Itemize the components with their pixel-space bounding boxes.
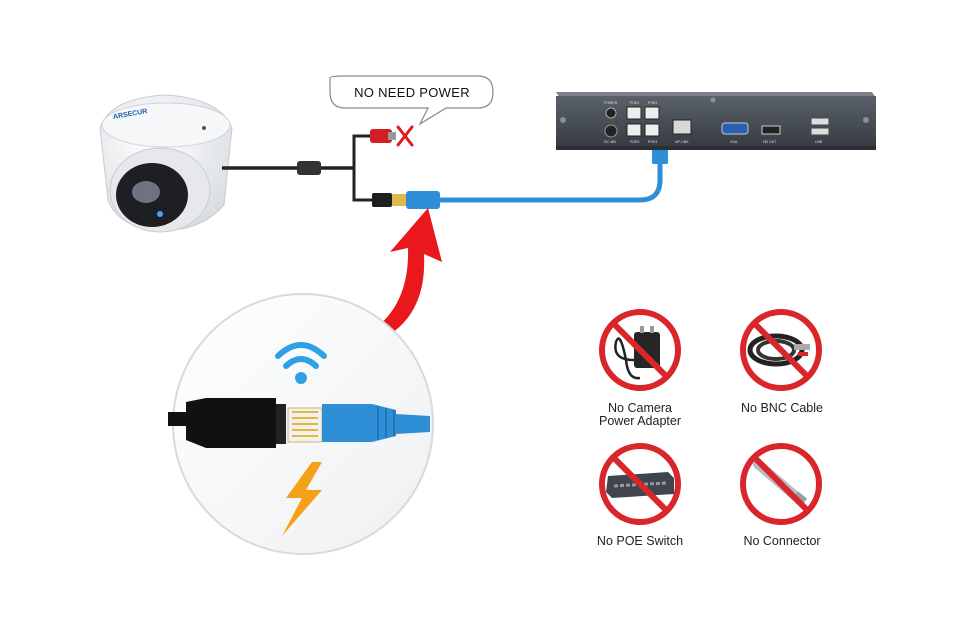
red-curved-arrow	[356, 208, 442, 348]
port-label-dc48v: DC 48V	[604, 140, 617, 144]
no-power-x-mark	[396, 125, 414, 147]
callout-text: NO NEED POWER	[354, 85, 470, 100]
no-bnc-cable-item	[740, 309, 822, 391]
port-label-vga: VGA	[730, 140, 738, 144]
port-label-uplink: UP LINK	[675, 140, 689, 144]
wifi-icon	[275, 342, 327, 384]
no-connector-item	[740, 443, 822, 525]
port-label-poe2: POE2	[648, 101, 657, 105]
port-label-power: POWER	[604, 101, 618, 105]
port-label-usb: USB	[815, 140, 823, 144]
port-label-poe3: POE3	[630, 140, 639, 144]
nvr-recorder	[556, 92, 876, 150]
port-label-poe1: POE1	[630, 101, 639, 105]
blue-rj45-plug-icon	[287, 404, 430, 443]
port-label-hdout: HD OUT	[763, 140, 777, 144]
no-need-power-callout	[329, 75, 494, 126]
nvr-port-labels: POWER POE1 POE2 POE3 POE4 DC 48V UP LINK…	[604, 101, 823, 144]
port-label-poe4: POE4	[648, 140, 657, 144]
dome-camera	[99, 94, 233, 233]
label-no-camera-power-adapter: No Camera Power Adapter	[599, 401, 681, 428]
label-no-poe-switch: No POE Switch	[596, 534, 684, 548]
black-rj45-plug-icon	[168, 398, 286, 448]
zoom-circle	[168, 293, 434, 555]
label-no-connector: No Connector	[743, 534, 821, 548]
lightning-bolt-icon	[282, 462, 322, 536]
camera-cable	[222, 129, 396, 207]
label-no-bnc-cable: No BNC Cable	[741, 401, 823, 415]
no-camera-power-adapter-item	[599, 309, 681, 391]
no-poe-switch-item	[599, 443, 681, 525]
